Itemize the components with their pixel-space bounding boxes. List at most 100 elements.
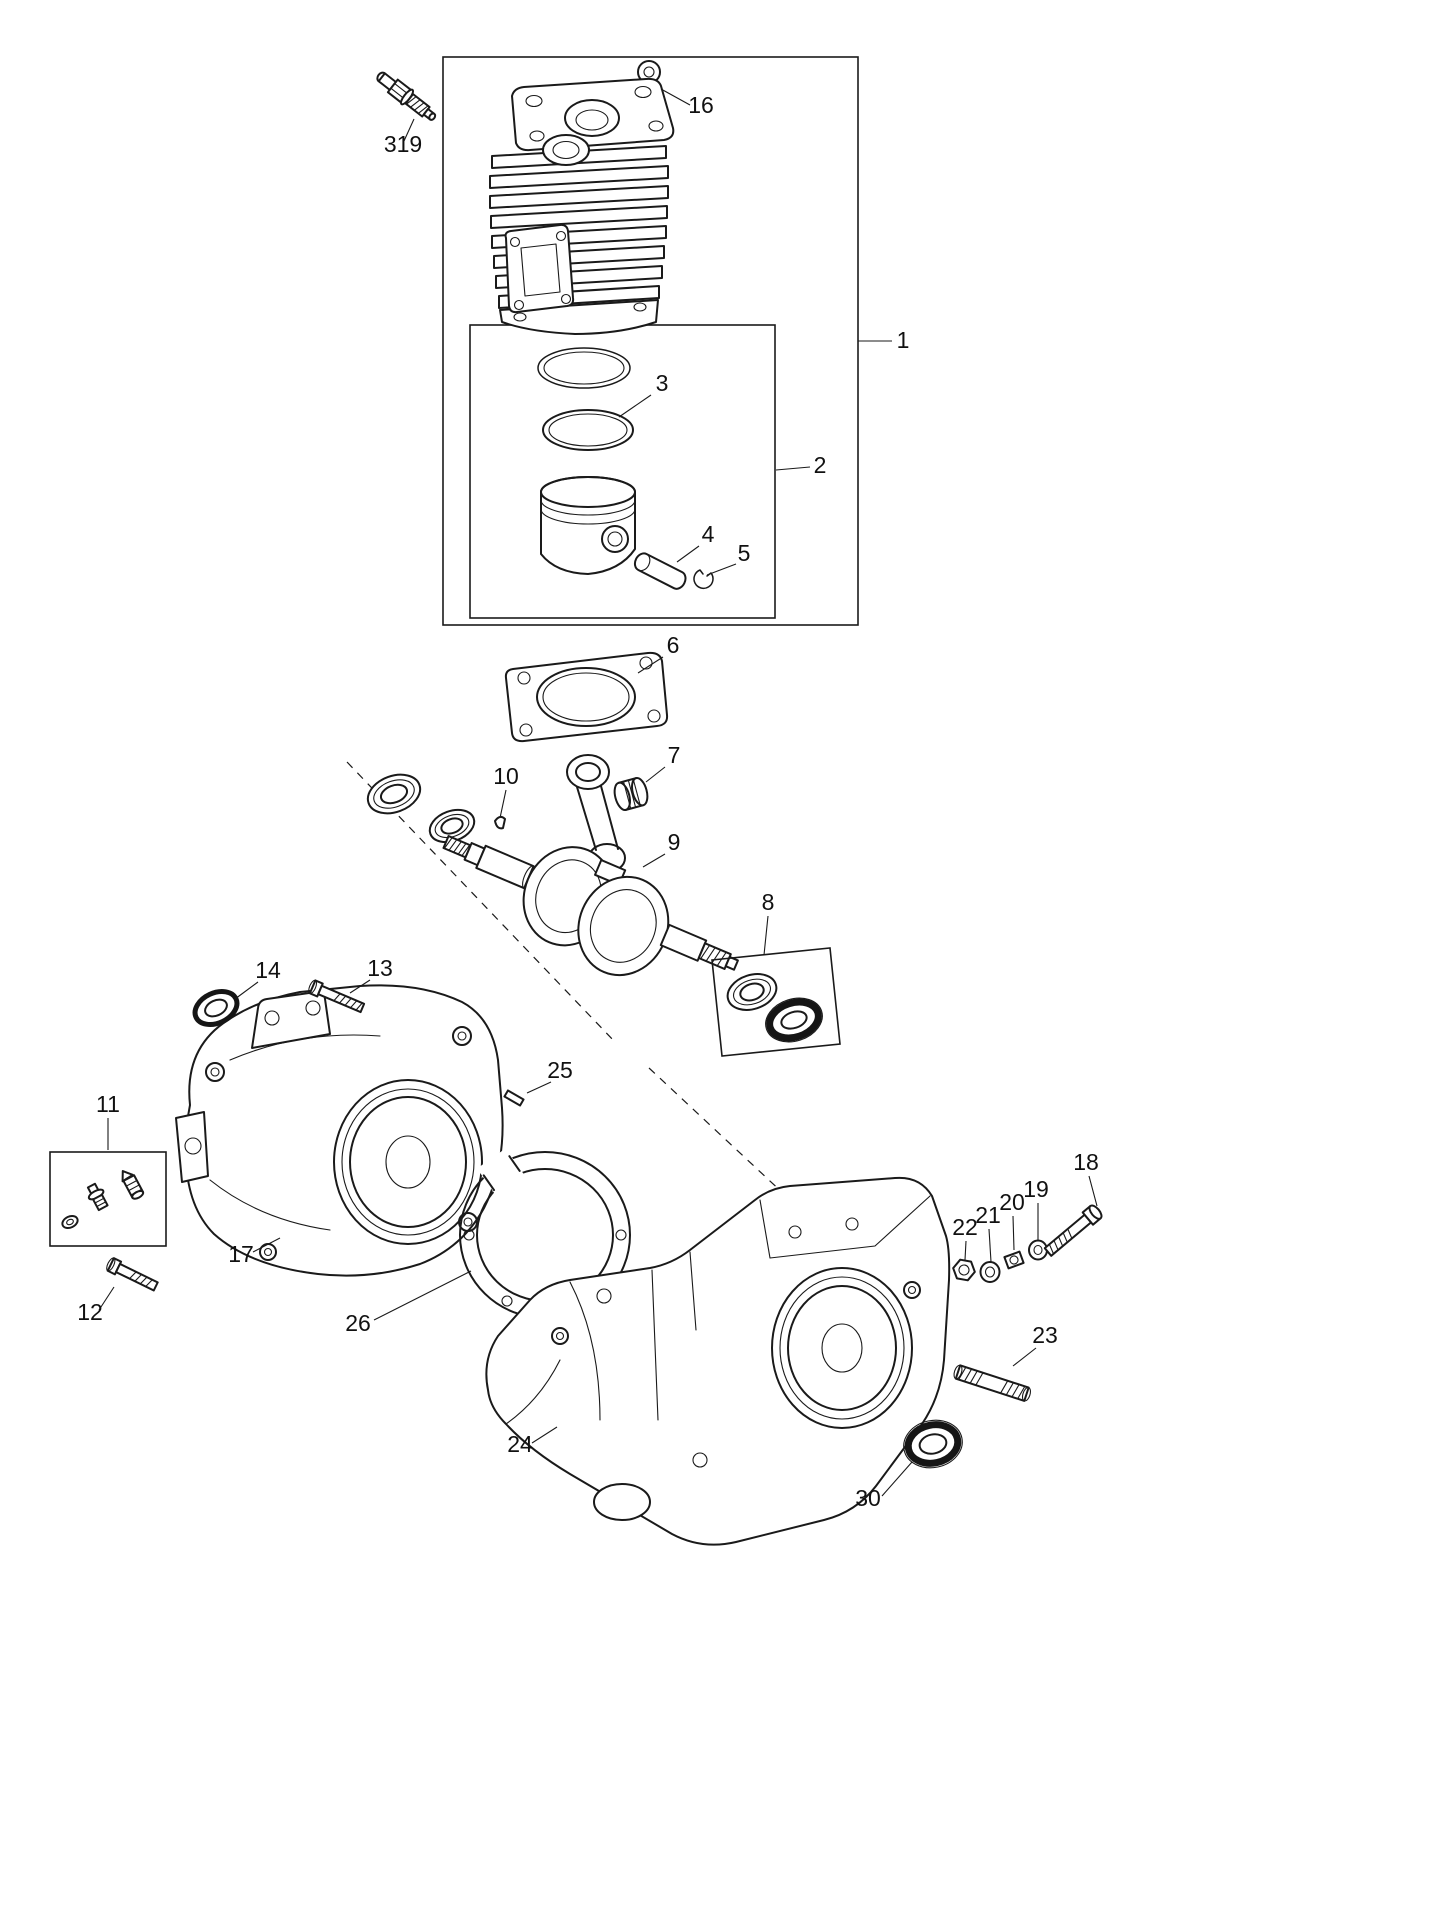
piston-rings-drawing [537, 347, 634, 451]
bolt-boss [205, 1062, 225, 1082]
head-opening [564, 99, 620, 137]
rod-small-end [566, 754, 610, 790]
bolt-hole [517, 671, 531, 685]
leader-7 [645, 766, 666, 783]
callout-19: 19 [1023, 1176, 1049, 1202]
fitting-kit-box [49, 1151, 167, 1247]
crank-journal-left [475, 844, 535, 890]
bolt-hole [647, 709, 661, 723]
bolt-hole [560, 293, 572, 305]
leader-3 [618, 394, 652, 418]
bolt-hole [555, 230, 567, 242]
crankcase-gasket-drawing [459, 1148, 631, 1319]
callout-30: 30 [855, 1485, 881, 1511]
crank-seal-right-drawing [765, 997, 823, 1043]
washer-21-drawing [979, 1261, 1001, 1283]
crank-bore [333, 1079, 483, 1245]
bolt-hole [305, 1000, 321, 1016]
woodruff-key-drawing [494, 815, 506, 830]
side-bracket [175, 1111, 209, 1183]
leader-22 [964, 1240, 967, 1261]
leader-8 [763, 915, 769, 956]
bolt-hole [513, 299, 525, 311]
callout-23: 23 [1032, 1322, 1058, 1348]
bolt-boss [692, 1452, 708, 1468]
bolt-boss [452, 1026, 472, 1046]
crankcase-right-drawing [485, 1176, 951, 1546]
bolt-13-drawing [308, 979, 366, 1014]
fitting-nipple [86, 1182, 109, 1212]
needle-bearing-drawing [613, 777, 649, 811]
washer-19-drawing [1028, 1239, 1048, 1261]
nut-22-drawing [952, 1258, 976, 1282]
callout-319: 319 [384, 131, 422, 157]
leader-26 [373, 1270, 472, 1321]
bolt-hole [639, 656, 653, 670]
callout-26: 26 [345, 1310, 371, 1336]
callout-14: 14 [255, 957, 281, 983]
callout-10: 10 [493, 763, 519, 789]
leader-21 [988, 1228, 992, 1263]
leader-16 [660, 88, 691, 106]
callout-2: 2 [814, 452, 827, 478]
bolt-hole [513, 312, 527, 322]
callout-25: 25 [547, 1057, 573, 1083]
leader-20 [1012, 1215, 1015, 1251]
leader-30 [881, 1461, 913, 1497]
bolt-hole [519, 723, 533, 737]
cylinder-assembly-box [442, 56, 859, 626]
bolt-12-drawing [106, 1257, 159, 1292]
stud-hole [845, 1217, 859, 1231]
bolt-boss [551, 1327, 569, 1345]
callout-16: 16 [688, 92, 714, 118]
callout-9: 9 [668, 829, 681, 855]
bolt-hole [529, 130, 545, 142]
bolt-18-drawing [1043, 1204, 1103, 1257]
callout-24: 24 [507, 1431, 533, 1457]
wrist-pin-drawing [633, 552, 687, 590]
fitting-nut [61, 1214, 79, 1230]
callout-6: 6 [667, 632, 680, 658]
bolt-hole [525, 94, 543, 108]
callout-5: 5 [738, 540, 751, 566]
callout-13: 13 [367, 955, 393, 981]
leader-12 [98, 1286, 115, 1311]
cylinder-drawing [489, 77, 675, 335]
callout-labels: 319 16 1 3 2 4 5 6 7 10 9 8 14 13 25 11 … [77, 92, 1099, 1511]
fitting-barb [121, 1170, 145, 1200]
crank-bearing-left-drawing [366, 773, 422, 815]
bolt-boss [596, 1288, 612, 1304]
leader-5 [706, 563, 737, 576]
leader-24 [531, 1426, 558, 1444]
crankcase-left-drawing [175, 984, 504, 1277]
casting-ribs [505, 1251, 697, 1425]
callout-11: 11 [96, 1091, 120, 1117]
leader-13 [349, 979, 371, 994]
callout-8: 8 [762, 889, 775, 915]
wrist-pin-boss [601, 525, 629, 553]
callout-7: 7 [668, 742, 681, 768]
bearing-seal-kit-drawing [711, 947, 841, 1057]
dowel-pin-drawing [503, 1089, 525, 1107]
callout-18: 18 [1073, 1149, 1099, 1175]
leader-14 [234, 981, 259, 1000]
pin-clip-drawing [693, 569, 714, 590]
clamp-20-drawing [1003, 1250, 1025, 1270]
gasket-hole [501, 1295, 513, 1307]
stud-hole [788, 1225, 802, 1239]
leader-23 [1012, 1347, 1037, 1367]
gasket-hole [463, 1229, 475, 1241]
cylinder-gasket-drawing [504, 651, 669, 743]
leader-lines [98, 88, 1098, 1497]
crank-bore [771, 1267, 913, 1429]
piston-drawing [540, 476, 636, 575]
leader-10 [499, 789, 507, 819]
callout-21: 21 [975, 1202, 1001, 1228]
callout-4: 4 [702, 521, 715, 547]
callout-12: 12 [77, 1299, 103, 1325]
leader-25 [526, 1081, 552, 1094]
leader-18 [1088, 1175, 1098, 1207]
callout-20: 20 [999, 1189, 1025, 1215]
leader-9 [642, 853, 666, 868]
